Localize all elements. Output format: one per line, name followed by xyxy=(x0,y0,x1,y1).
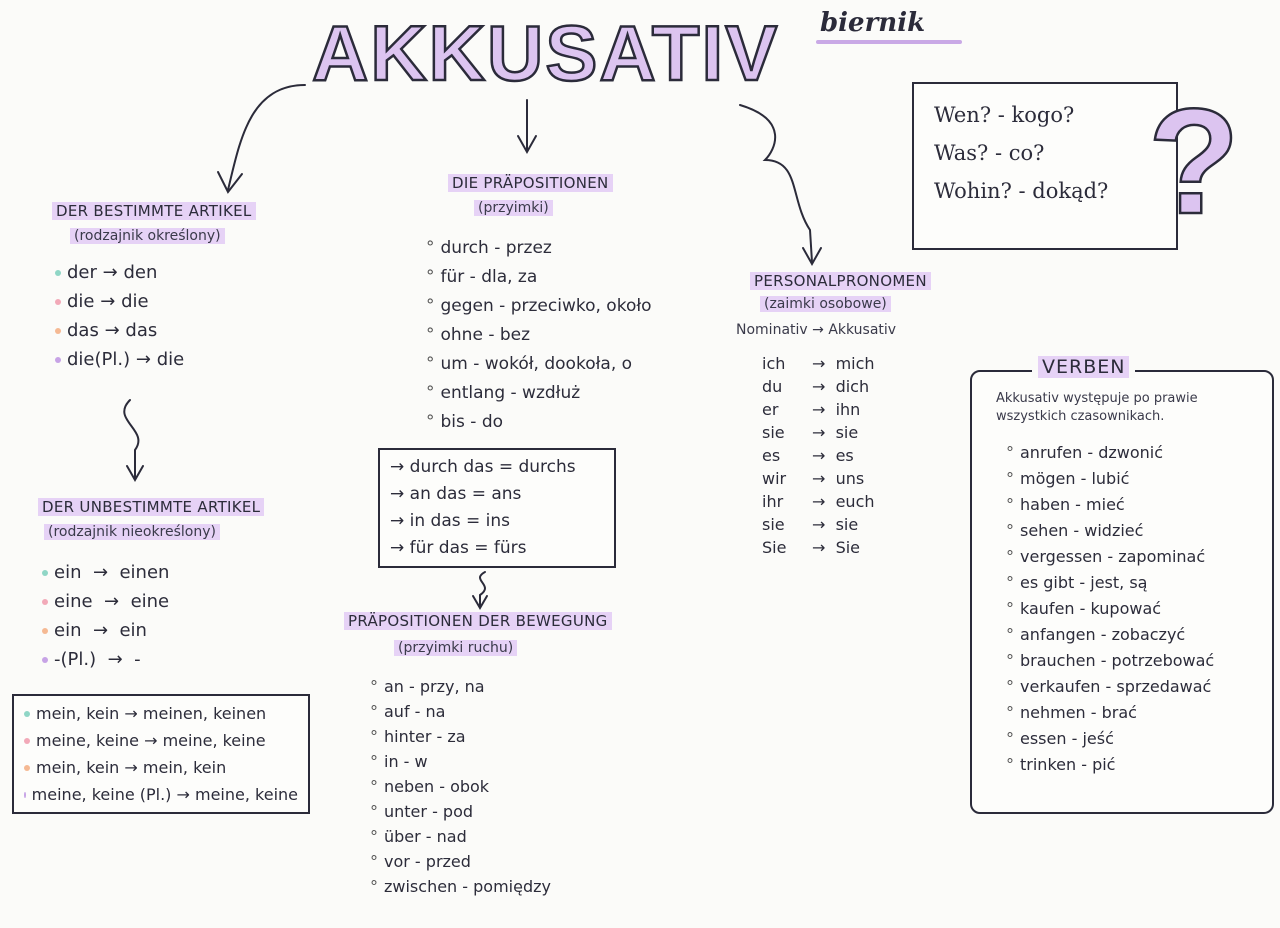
praepositionen-heading: DIE PRÄPOSITIONEN xyxy=(448,174,613,192)
dot-icon xyxy=(55,327,61,334)
list-item: zwischen - pomiędzy xyxy=(370,874,551,899)
dot-icon xyxy=(42,656,48,663)
list-item: → durch das = durchs xyxy=(390,457,576,477)
list-item: um - wokół, dookoła, o xyxy=(426,350,652,379)
bewegung-sub: (przyimki ruchu) xyxy=(394,640,518,656)
list-item: eine → eine xyxy=(42,587,169,616)
unbestimmte-sub: (rodzajnik nieokreślony) xyxy=(44,524,220,540)
question-line: Wohin? - dokąd? xyxy=(934,179,1109,203)
bestimmte-sub: (rodzajnik określony) xyxy=(70,228,225,244)
verben-list: anrufen - dzwonić mögen - lubić haben - … xyxy=(1006,440,1214,778)
list-item: in - w xyxy=(370,749,551,774)
praepositionen-list: durch - przez für - dla, za gegen - prze… xyxy=(426,234,652,437)
dot-icon xyxy=(42,627,48,634)
list-item: → für das = fürs xyxy=(390,538,527,558)
dot-icon xyxy=(55,356,61,363)
bewegung-list: an - przy, na auf - na hinter - za in - … xyxy=(370,674,551,899)
personal-sub: (zaimki osobowe) xyxy=(760,296,891,312)
personal-heading: PERSONALPRONOMEN xyxy=(750,272,931,290)
question-line: Was? - co? xyxy=(934,141,1045,165)
bewegung-heading: PRÄPOSITIONEN DER BEWEGUNG xyxy=(344,612,612,630)
bestimmte-list: der → den die → die das → das die(Pl.) →… xyxy=(55,258,184,374)
list-item: gegen - przeciwko, około xyxy=(426,292,652,321)
dot-icon xyxy=(42,569,48,576)
list-item: unter - pod xyxy=(370,799,551,824)
list-item: trinken - pić xyxy=(1006,752,1214,778)
list-item: mögen - lubić xyxy=(1006,466,1214,492)
list-item: er→ ihn xyxy=(762,400,861,419)
list-item: ihr→ euch xyxy=(762,492,875,511)
list-item: mein, kein → meinen, keinen xyxy=(24,700,298,727)
list-item: über - nad xyxy=(370,824,551,849)
unbestimmte-list: ein → einen eine → eine ein → ein -(Pl.)… xyxy=(42,558,169,674)
page-title: AKKUSATIV xyxy=(311,8,780,99)
list-item: mein, kein → mein, kein xyxy=(24,754,298,781)
personal-list: ich→ mich du→ dich er→ ihn sie→ sie es→ … xyxy=(762,352,875,559)
list-item: kaufen - kupować xyxy=(1006,596,1214,622)
list-item: verkaufen - sprzedawać xyxy=(1006,674,1214,700)
list-item: durch - przez xyxy=(426,234,652,263)
list-item: für - dla, za xyxy=(426,263,652,292)
dot-icon xyxy=(24,791,26,798)
praepositionen-sub: (przyimki) xyxy=(474,200,553,216)
list-item: haben - mieć xyxy=(1006,492,1214,518)
list-item: essen - jeść xyxy=(1006,726,1214,752)
list-item: neben - obok xyxy=(370,774,551,799)
list-item: vergessen - zapominać xyxy=(1006,544,1214,570)
list-item: -(Pl.) → - xyxy=(42,645,169,674)
list-item: auf - na xyxy=(370,699,551,724)
question-mark-icon: ? xyxy=(1147,77,1241,245)
list-item: ich→ mich xyxy=(762,354,875,373)
list-item: → in das = ins xyxy=(390,511,511,531)
list-item: der → den xyxy=(55,258,184,287)
list-item: die → die xyxy=(55,287,184,316)
list-item: sehen - widzieć xyxy=(1006,518,1214,544)
dot-icon xyxy=(42,598,48,605)
dot-icon xyxy=(55,298,61,305)
dot-icon xyxy=(55,269,61,276)
list-item: ein → einen xyxy=(42,558,169,587)
dot-icon xyxy=(24,710,30,717)
list-item: sie→ sie xyxy=(762,515,859,534)
list-item: die(Pl.) → die xyxy=(55,345,184,374)
verben-heading: VERBEN xyxy=(1032,356,1136,378)
unbestimmte-heading: DER UNBESTIMMTE ARTIKEL xyxy=(38,498,265,516)
list-item: ohne - bez xyxy=(426,321,652,350)
list-item: vor - przed xyxy=(370,849,551,874)
bestimmte-heading: DER BESTIMMTE ARTIKEL xyxy=(52,202,256,220)
list-item: das → das xyxy=(55,316,184,345)
list-item: sie→ sie xyxy=(762,423,859,442)
list-item: wir→ uns xyxy=(762,469,865,488)
list-item: brauchen - potrzebować xyxy=(1006,648,1214,674)
page-subtitle: biernik xyxy=(820,8,926,38)
list-item: anrufen - dzwonić xyxy=(1006,440,1214,466)
list-item: bis - do xyxy=(426,408,652,437)
subtitle-underline xyxy=(816,40,962,44)
question-line: Wen? - kogo? xyxy=(934,103,1075,127)
dot-icon xyxy=(24,764,30,771)
list-item: an - przy, na xyxy=(370,674,551,699)
contractions-box: → durch das = durchs → an das = ans → in… xyxy=(378,448,616,568)
possessive-box: mein, kein → meinen, keinen meine, keine… xyxy=(12,694,310,814)
verben-intro: Akkusativ występuje po prawie wszystkich… xyxy=(996,391,1198,424)
list-item: nehmen - brać xyxy=(1006,700,1214,726)
dot-icon xyxy=(24,737,30,744)
list-item: es→ es xyxy=(762,446,854,465)
list-item: Sie→ Sie xyxy=(762,538,861,557)
list-item: meine, keine (Pl.) → meine, keine xyxy=(24,781,298,808)
list-item: entlang - wzdłuż xyxy=(426,379,652,408)
list-item: anfangen - zobaczyć xyxy=(1006,622,1214,648)
list-item: ein → ein xyxy=(42,616,169,645)
list-item: es gibt - jest, są xyxy=(1006,570,1214,596)
questions-box: Wen? - kogo? Was? - co? Wohin? - dokąd? xyxy=(912,82,1178,250)
list-item: du→ dich xyxy=(762,377,870,396)
list-item: → an das = ans xyxy=(390,484,522,504)
list-item: meine, keine → meine, keine xyxy=(24,727,298,754)
list-item: hinter - za xyxy=(370,724,551,749)
personal-caption: Nominativ → Akkusativ xyxy=(736,322,897,338)
